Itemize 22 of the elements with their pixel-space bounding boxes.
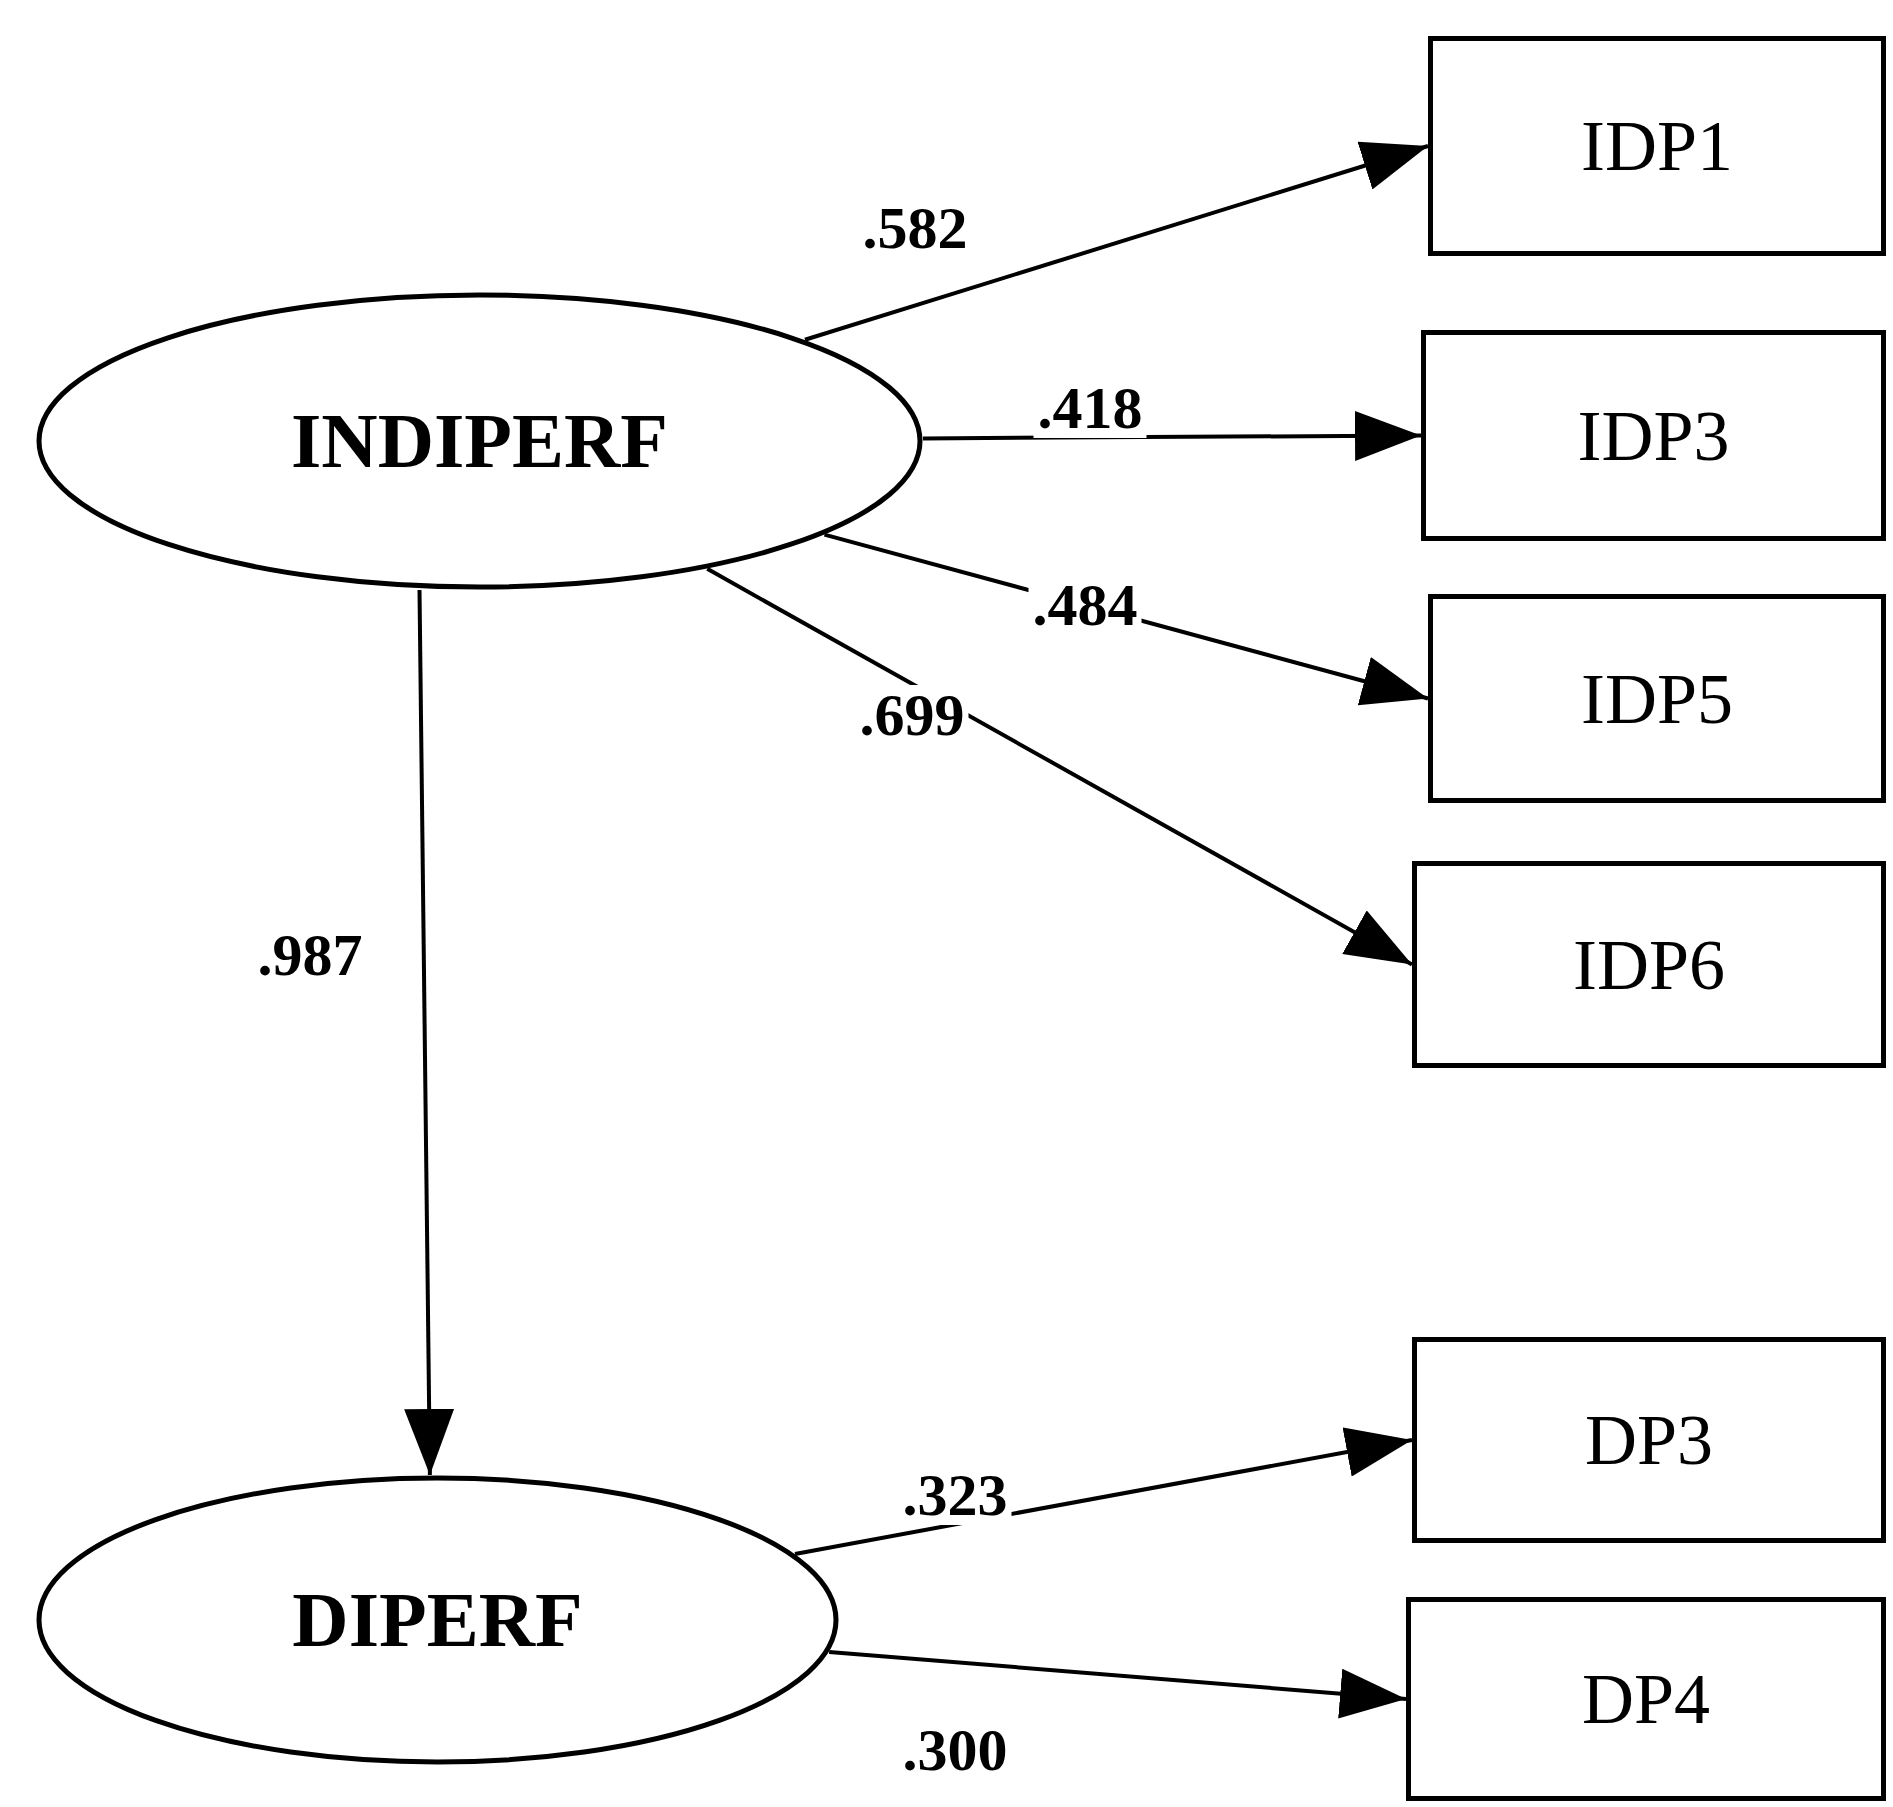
- indicator-box: [1412, 861, 1886, 1068]
- indicator-label: IDP3: [1577, 399, 1730, 472]
- indicator-label: IDP1: [1581, 110, 1733, 182]
- arrow: [794, 1427, 1413, 1556]
- indicator-label: DP3: [1584, 1404, 1713, 1476]
- indicator-label: DP4: [1581, 1663, 1710, 1735]
- indicator-box: [1421, 330, 1886, 541]
- arrow: [404, 589, 455, 1476]
- indicator-label: IDP5: [1581, 662, 1733, 735]
- indicator-box: [1428, 36, 1886, 256]
- arrow: [922, 410, 1421, 461]
- latent-variable-label: DIPERF: [292, 1581, 583, 1659]
- arrow: [706, 567, 1413, 967]
- arrow: [804, 141, 1429, 342]
- indicator-box: [1428, 594, 1886, 803]
- latent-variable-label: INDIPERF: [291, 402, 668, 480]
- latent-variable-ellipse: [36, 292, 923, 590]
- arrow: [828, 1649, 1407, 1719]
- latent-variable-ellipse: [36, 1475, 839, 1765]
- indicator-box: [1406, 1597, 1886, 1801]
- indicator-box: [1412, 1337, 1886, 1543]
- indicator-label: IDP6: [1573, 928, 1725, 1001]
